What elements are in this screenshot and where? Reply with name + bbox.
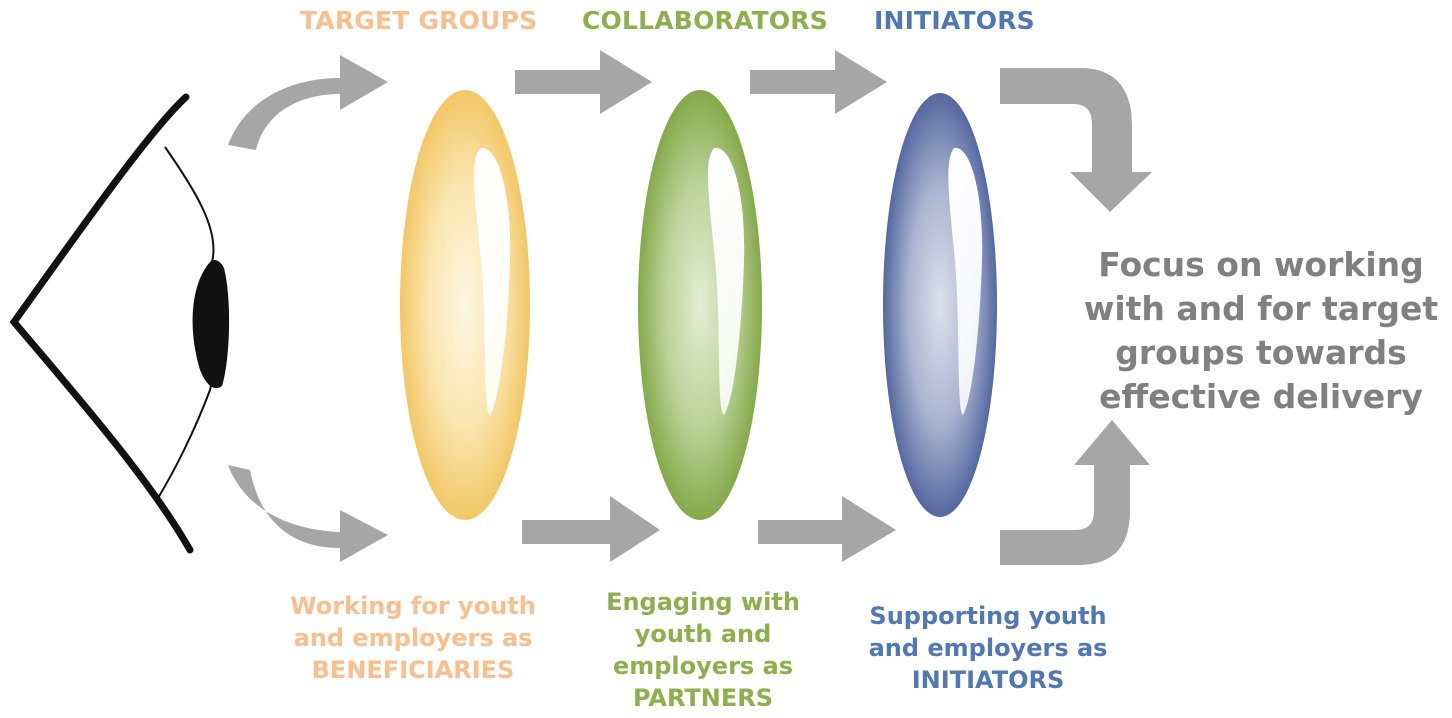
caption-line: and employers as [868,634,1108,662]
caption-line: employers as [612,652,794,680]
arrow-bottom-2 [758,496,896,562]
focus-line: with and for target [1083,289,1439,328]
lens-target-groups [400,90,530,520]
caption-line: and employers as [293,624,533,652]
eye-pupil [192,260,230,389]
curved-arrow-up [228,55,388,150]
arrow-top-1 [515,50,652,114]
caption-line: youth and [634,620,772,648]
header-target-groups: TARGET GROUPS [300,6,538,35]
caption-line: INITIATORS [911,666,1065,694]
caption-partners: Engaging with youth and employers as PAR… [578,586,828,714]
lens-highlight [948,147,983,415]
lens-initiators [883,93,997,517]
curved-arrow-down [228,465,388,562]
bent-arrow-up [1000,420,1150,565]
arrow-top-2 [750,50,887,114]
focus-statement: Focus on working with and for target gro… [1076,243,1446,419]
caption-line: Supporting youth [869,602,1107,630]
focus-line: groups towards [1115,333,1407,372]
caption-line: PARTNERS [633,684,773,712]
lens-highlight [473,147,511,415]
lens-highlight [707,147,745,415]
caption-line: Engaging with [606,588,800,616]
flow-arrows [228,50,1152,565]
bent-arrow-down [1000,68,1152,212]
header-collaborators: COLLABORATORS [582,6,828,35]
caption-initiators: Supporting youth and employers as INITIA… [838,600,1138,696]
focus-line: Focus on working [1098,245,1424,284]
caption-line: Working for youth [290,592,536,620]
lens-collaborators [638,90,762,520]
eye-icon [9,93,230,554]
caption-beneficiaries: Working for youth and employers as BENEF… [268,590,558,686]
caption-line: BENEFICIARIES [311,656,515,684]
header-initiators: INITIATORS [874,6,1035,35]
focus-line: effective delivery [1099,377,1423,416]
arrow-bottom-1 [522,496,660,562]
